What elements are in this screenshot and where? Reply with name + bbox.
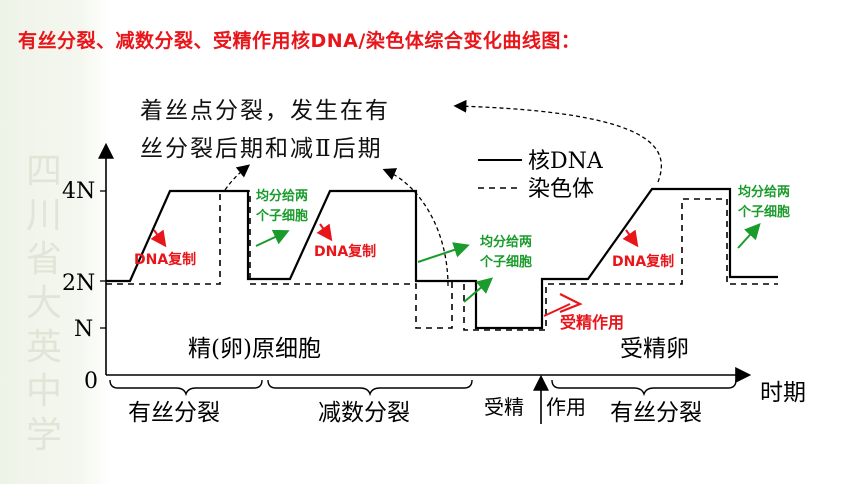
y-tick-4n: 4N — [62, 179, 95, 204]
note-arrow-mitosis — [224, 164, 251, 191]
stage-mitosis-1: 有丝分裂 — [128, 400, 220, 426]
y-tick-0: 0 — [84, 369, 98, 394]
watermark-char: 大 — [25, 283, 62, 324]
fertilization-label: 受精作用 — [560, 313, 624, 332]
split-arrow — [737, 223, 761, 249]
note-line-2: 丝分裂后期和减Ⅱ后期 — [140, 136, 383, 162]
dna-replication-label-3: DNA复制 — [612, 253, 674, 270]
page-title: 有丝分裂、减数分裂、受精作用核DNA/染色体综合变化曲线图： — [18, 30, 581, 52]
stage-meiosis: 减数分裂 — [318, 400, 410, 426]
watermark-char: 四 — [25, 151, 62, 192]
brace-mitosis-1 — [109, 379, 263, 397]
watermark-char: 英 — [25, 327, 62, 368]
brace-meiosis — [267, 379, 473, 397]
dna-replication-label-1: DNA复制 — [134, 251, 196, 268]
chromosome-curve — [106, 190, 778, 331]
stage-fert-right: 作用 — [546, 395, 586, 419]
note-arrow-right — [453, 99, 663, 183]
stage-mitosis-2: 有丝分裂 — [610, 400, 702, 426]
watermark-char: 学 — [25, 415, 62, 456]
watermark-char: 省 — [25, 239, 62, 280]
split-label-2b: 个子细胞 — [479, 254, 532, 270]
y-tick-n: N — [74, 317, 93, 342]
brace-mitosis-2 — [551, 379, 737, 397]
primary-cell-label: 精(卵)原细胞 — [188, 336, 321, 362]
school-watermark: 四 川 省 大 英 中 学 — [22, 150, 66, 458]
split-arrow — [255, 229, 290, 247]
legend-chromosome-label: 染色体 — [528, 177, 594, 202]
dna-curve — [106, 187, 778, 330]
watermark-char: 中 — [25, 371, 62, 412]
dna-replication-label-2: DNA复制 — [314, 243, 376, 260]
split-label-2a: 均分给两 — [480, 234, 532, 250]
note-line-1: 着丝点分裂，发生在有 — [140, 98, 390, 124]
split-arrow — [463, 277, 494, 303]
y-tick-2n: 2N — [62, 271, 95, 296]
split-arrow — [417, 242, 470, 263]
zygote-label: 受精卵 — [620, 336, 689, 362]
split-label-1a: 均分给两 — [256, 188, 308, 204]
split-label-1b: 个子细胞 — [255, 208, 308, 224]
split-label-3b: 个子细胞 — [737, 204, 790, 220]
fertilization-arrow — [559, 293, 583, 314]
legend-dna-label: 核DNA — [528, 149, 604, 174]
dna-replication-arrow — [150, 229, 167, 248]
dna-replication-arrow — [622, 229, 639, 248]
watermark-char: 川 — [25, 195, 62, 236]
x-axis-label: 时期 — [760, 380, 806, 406]
fertilization-arrow-shaft — [543, 303, 571, 317]
dna-replication-arrow — [316, 223, 333, 242]
stage-fert-left: 受精 — [484, 395, 524, 419]
split-label-3a: 均分给两 — [738, 184, 790, 200]
